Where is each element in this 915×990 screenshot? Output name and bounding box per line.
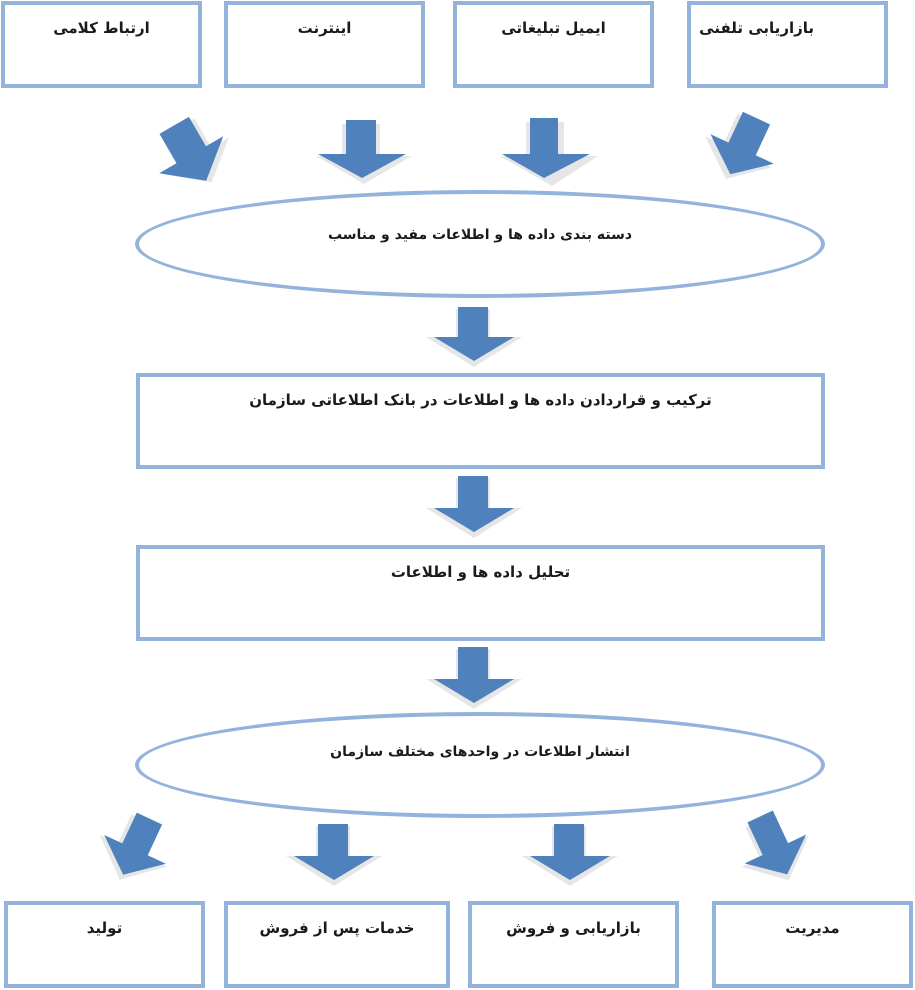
down-arrow-icon [522,824,618,886]
down-arrow-icon [426,647,522,709]
down-arrow-icon [99,812,167,880]
dept-box-production: تولید [4,901,205,988]
dept-box-marketing-sales: بازاریابی و فروش [468,901,679,988]
down-arrow-icon [316,120,412,184]
dept-label-production: تولید [86,919,123,937]
combine-label: ترکیب و قراردادن داده ها و اطلاعات در با… [249,391,712,409]
analyze-label: تحلیل داده ها و اطلاعات [390,563,571,581]
combine-box: ترکیب و قراردادن داده ها و اطلاعات در با… [136,373,825,469]
distribute-ellipse: انتشار اطلاعات در واحدهای مختلف سازمان [135,712,825,818]
categorize-ellipse: دسته بندی داده ها و اطلاعات مفید و مناسب [135,190,825,298]
down-arrow-icon [500,118,598,186]
source-box-phone-marketing: بازاریابی تلفنی [687,1,888,88]
source-label-internet: اینترنت [297,19,352,37]
down-arrow-icon [286,824,382,886]
source-label-promotional-email: ایمیل تبلیغاتی [501,19,606,37]
down-arrow-icon [426,307,522,367]
source-box-promotional-email: ایمیل تبلیغاتی [453,1,654,88]
dept-label-after-sales: خدمات پس از فروش [259,919,415,937]
down-arrow-icon [159,116,229,183]
dept-label-management: مدیریت [785,919,840,937]
source-label-verbal-communication: ارتباط کلامی [53,19,150,37]
analyze-box: تحلیل داده ها و اطلاعات [136,545,825,641]
down-arrow-icon [741,810,809,881]
source-box-internet: اینترنت [224,1,425,88]
source-label-phone-marketing: بازاریابی تلفنی [699,19,814,37]
dept-label-marketing-sales: بازاریابی و فروش [506,919,641,937]
dept-box-after-sales: خدمات پس از فروش [224,901,450,988]
down-arrow-icon [705,112,774,179]
distribute-label: انتشار اطلاعات در واحدهای مختلف سازمان [330,744,630,760]
dept-box-management: مدیریت [712,901,913,988]
source-box-verbal-communication: ارتباط کلامی [1,1,202,88]
categorize-label: دسته بندی داده ها و اطلاعات مفید و مناسب [327,227,633,243]
down-arrow-icon [426,476,522,538]
